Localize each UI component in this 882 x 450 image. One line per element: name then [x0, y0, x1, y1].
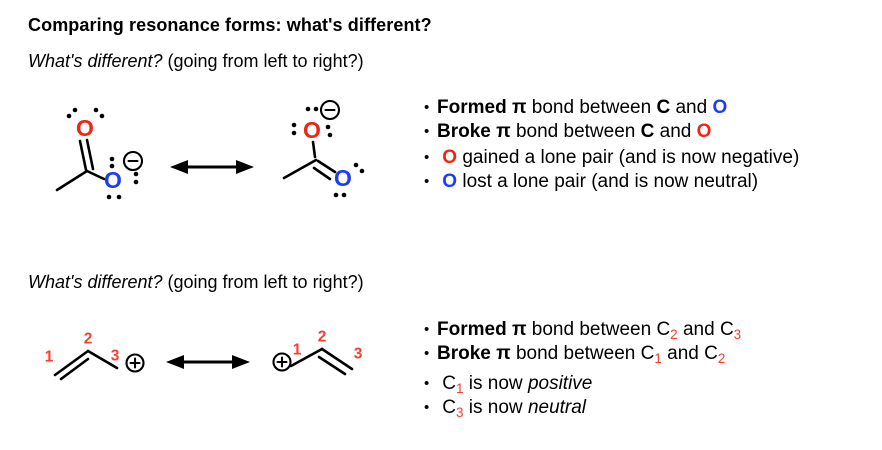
- atom-subscript: 1: [456, 381, 464, 396]
- atom-subscript: 3: [456, 405, 464, 420]
- section2-prompt: What's different? (going from left to ri…: [28, 272, 364, 293]
- acetate-resonance-structures: O O: [55, 99, 365, 200]
- bullet-line: • Broke π bond between C and O: [424, 120, 874, 144]
- bullet-text: O: [442, 171, 458, 192]
- bullet-text: and C: [661, 343, 718, 364]
- bullet-text: lost a lone pair (and is now neutral): [457, 171, 759, 192]
- bullet-line: • C1 is now positive: [424, 372, 874, 396]
- circled-plus-icon: [125, 353, 145, 373]
- bullet-text: bond between: [526, 97, 657, 118]
- acetate-anion-left-structure: O O: [55, 107, 144, 200]
- bullet-text: Formed π: [437, 319, 527, 340]
- sigma-bond: [311, 140, 317, 159]
- bullet-line: • Broke π bond between C1 and C2: [424, 342, 874, 366]
- oxygen-atom-label: O: [76, 115, 94, 141]
- atom-subscript: 2: [717, 351, 726, 366]
- bullet-line: • O lost a lone pair (and is now neutral…: [424, 170, 874, 194]
- bullet-line: • O gained a lone pair (and is now negat…: [424, 146, 874, 170]
- bullet-marker: •: [424, 321, 430, 338]
- bullet-line: • C3 is now neutral: [424, 396, 874, 420]
- atom-subscript: 3: [733, 327, 742, 342]
- prompt-parenthetical: (going from left to right?): [162, 272, 364, 292]
- circled-minus-icon: [122, 150, 144, 172]
- carbon-number-label: 1: [45, 349, 54, 366]
- bullet-text: C: [640, 121, 655, 142]
- sigma-bond: [86, 349, 119, 370]
- bullet-marker: •: [424, 173, 430, 190]
- lone-pair-dots: [106, 156, 139, 200]
- bullet-text: C: [437, 373, 456, 394]
- oxygen-atom-label: O: [104, 167, 122, 193]
- sigma-bond: [317, 355, 347, 376]
- bullet-text: neutral: [527, 397, 587, 418]
- page-title: Comparing resonance forms: what's differ…: [28, 15, 432, 35]
- lone-pair-dots: [291, 106, 333, 138]
- oxygen-atom-label: O: [303, 117, 321, 143]
- atom-subscript: 1: [654, 351, 662, 366]
- bullet-text: Broke π: [437, 343, 511, 364]
- bullet-text: is now: [463, 373, 528, 394]
- resonance-arrow-icon: [170, 160, 254, 174]
- carbon-number-label: 2: [84, 331, 93, 348]
- prompt-question: What's different?: [28, 51, 163, 71]
- bullet-text: gained a lone pair (and is now negative): [457, 147, 800, 168]
- allyl-cation-left-structure: 1 2 3: [45, 331, 145, 381]
- bullet-text: bond between C: [526, 319, 671, 340]
- bullet-text: and C: [677, 319, 734, 340]
- allyl-cation-right-structure: 1 2 3: [272, 329, 363, 376]
- pi-bond: [78, 139, 88, 172]
- sigma-bond: [59, 357, 90, 381]
- bullet-text: Broke π: [437, 121, 511, 142]
- lone-pair-dots: [66, 107, 105, 119]
- pi-bond: [312, 166, 332, 181]
- circled-plus-icon: [272, 352, 292, 372]
- bullet-line: • Formed π bond between C and O: [424, 96, 874, 120]
- resonance-arrow-icon: [166, 355, 250, 369]
- carbon-number-label: 3: [111, 348, 120, 365]
- sigma-bond: [55, 169, 89, 192]
- bullet-text: and: [670, 97, 713, 118]
- section1-bullet-list: • Formed π bond between C and O • Broke π b…: [424, 96, 874, 194]
- bullet-text: C: [437, 397, 456, 418]
- lone-pair-dots: [333, 162, 365, 198]
- pi-bond: [53, 349, 90, 377]
- bullet-text: positive: [527, 373, 593, 394]
- sigma-bond: [289, 347, 324, 368]
- section1-prompt: What's different? (going from left to ri…: [28, 51, 364, 72]
- bullet-marker: •: [424, 99, 430, 116]
- prompt-question: What's different?: [28, 272, 163, 292]
- prompt-parenthetical: (going from left to right?): [162, 51, 364, 71]
- sigma-bond: [282, 158, 318, 180]
- bullet-text: is now: [463, 397, 528, 418]
- section2-bullet-list: •Formed π bond between C2 and C3•Broke π…: [424, 318, 874, 420]
- bullet-marker: •: [424, 345, 430, 362]
- sigma-bond: [316, 159, 337, 174]
- bullet-text: C: [656, 97, 671, 118]
- sigma-bond: [85, 138, 95, 171]
- bullet-text: O: [712, 97, 728, 118]
- atom-subscript: 2: [670, 327, 678, 342]
- carbon-number-label: 1: [293, 342, 302, 359]
- circled-minus-icon: [319, 99, 341, 121]
- bullet-text: O: [696, 121, 712, 142]
- pi-bond: [320, 347, 354, 371]
- allyl-cation-resonance-structures: 1 2 3 1 2: [45, 329, 363, 381]
- bullet-marker: •: [424, 123, 430, 140]
- sigma-bond: [85, 169, 106, 181]
- bullet-text: and: [654, 121, 697, 142]
- oxygen-atom-label: O: [334, 165, 352, 191]
- bullet-marker: •: [424, 375, 430, 392]
- carbon-number-label: 2: [318, 329, 327, 346]
- bullet-line: • Formed π bond between C2 and C3: [424, 318, 874, 342]
- bullet-text: Formed π: [437, 97, 527, 118]
- bullet-marker: •: [424, 149, 430, 166]
- acetate-anion-right-structure: O O: [282, 99, 365, 198]
- carbon-number-label: 3: [354, 346, 363, 363]
- bullet-text: bond between: [510, 121, 641, 142]
- bullet-text: O: [442, 147, 458, 168]
- bullet-marker: •: [424, 399, 430, 416]
- bullet-text: bond between C: [510, 343, 655, 364]
